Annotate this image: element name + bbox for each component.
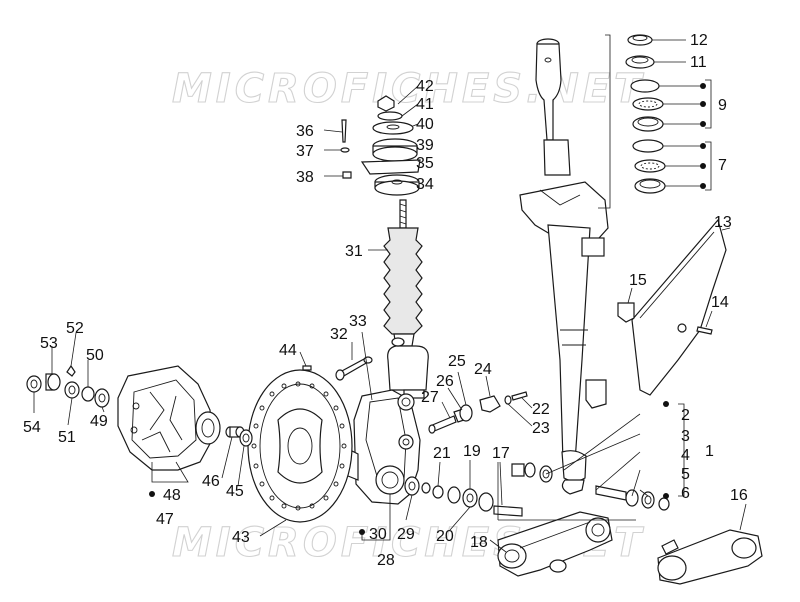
shock-body — [383, 199, 429, 399]
callout-6: 6 — [681, 485, 690, 502]
disc-holes — [251, 381, 347, 511]
leader-tube — [598, 34, 611, 209]
callout-30: 30 — [369, 526, 387, 543]
callout-28: 28 — [377, 552, 395, 569]
callout-3: 3 — [681, 428, 690, 445]
callout-27: 27 — [421, 389, 439, 406]
wheel-hub — [117, 365, 221, 471]
callout-21: 21 — [433, 445, 451, 462]
callout-48: 48 — [163, 487, 181, 504]
callout-29: 29 — [397, 526, 415, 543]
callout-43: 43 — [232, 529, 250, 546]
callout-53: 53 — [40, 335, 58, 352]
callout-51: 51 — [58, 429, 76, 446]
callout-39: 39 — [416, 137, 434, 154]
callout-33: 33 — [349, 313, 367, 330]
steering-bearings — [625, 34, 666, 194]
callout-49: 49 — [90, 413, 108, 430]
callout-5: 5 — [681, 466, 690, 483]
callout-46: 46 — [202, 473, 220, 490]
callout-41: 41 — [416, 96, 434, 113]
callout-26: 26 — [436, 373, 454, 390]
callout-45: 45 — [226, 483, 244, 500]
watermark-top: MICROFICHES.NET — [172, 66, 645, 112]
axle-washers — [404, 476, 523, 517]
callout-17: 17 — [492, 445, 510, 462]
callout-36: 36 — [296, 123, 314, 140]
callout-50: 50 — [86, 347, 104, 364]
clip-and-screw — [617, 287, 713, 335]
callout-7: 7 — [718, 157, 727, 174]
pin-parts-22-27 — [428, 391, 528, 434]
callout-34: 34 — [416, 176, 434, 193]
callout-14: 14 — [711, 294, 729, 311]
callout-19: 19 — [463, 443, 481, 460]
steering-tube — [519, 34, 611, 495]
callout-23: 23 — [532, 420, 550, 437]
callout-4: 4 — [681, 447, 690, 464]
callout-labels: 1 2 3 4 5 6 7 9 11 12 13 14 15 16 17 18 … — [23, 32, 748, 569]
callout-22: 22 — [532, 401, 550, 418]
link-cover-16 — [657, 529, 763, 585]
axle-parts-1-6 — [511, 462, 670, 511]
callout-12: 12 — [690, 32, 708, 49]
callout-35: 35 — [416, 155, 434, 172]
leaders-bearings — [652, 39, 712, 191]
callout-24: 24 — [474, 361, 492, 378]
callout-54: 54 — [23, 419, 41, 436]
callout-9: 9 — [718, 97, 727, 114]
callout-2: 2 — [681, 407, 690, 424]
callout-13: 13 — [714, 214, 732, 231]
callout-52: 52 — [66, 320, 84, 337]
bolt-32 — [335, 356, 373, 381]
brake-disc — [247, 369, 353, 523]
callout-31: 31 — [345, 243, 363, 260]
callout-42: 42 — [416, 78, 434, 95]
spacers-45-46 — [225, 426, 253, 447]
callout-32: 32 — [330, 326, 348, 343]
callout-18: 18 — [470, 534, 488, 551]
left-hub-parts — [26, 364, 110, 408]
callout-38: 38 — [296, 169, 314, 186]
callout-11: 11 — [690, 54, 707, 71]
callout-44: 44 — [279, 342, 297, 359]
callout-20: 20 — [436, 528, 454, 545]
callout-15: 15 — [629, 272, 647, 289]
callout-37: 37 — [296, 143, 314, 160]
callout-25: 25 — [448, 353, 466, 370]
callout-47: 47 — [156, 511, 174, 528]
hub-knuckle — [346, 389, 421, 505]
callout-1: 1 — [705, 443, 714, 460]
link-arm-18 — [497, 511, 613, 577]
callout-16: 16 — [730, 487, 748, 504]
callout-40: 40 — [416, 116, 434, 133]
leader-lines — [33, 85, 747, 553]
